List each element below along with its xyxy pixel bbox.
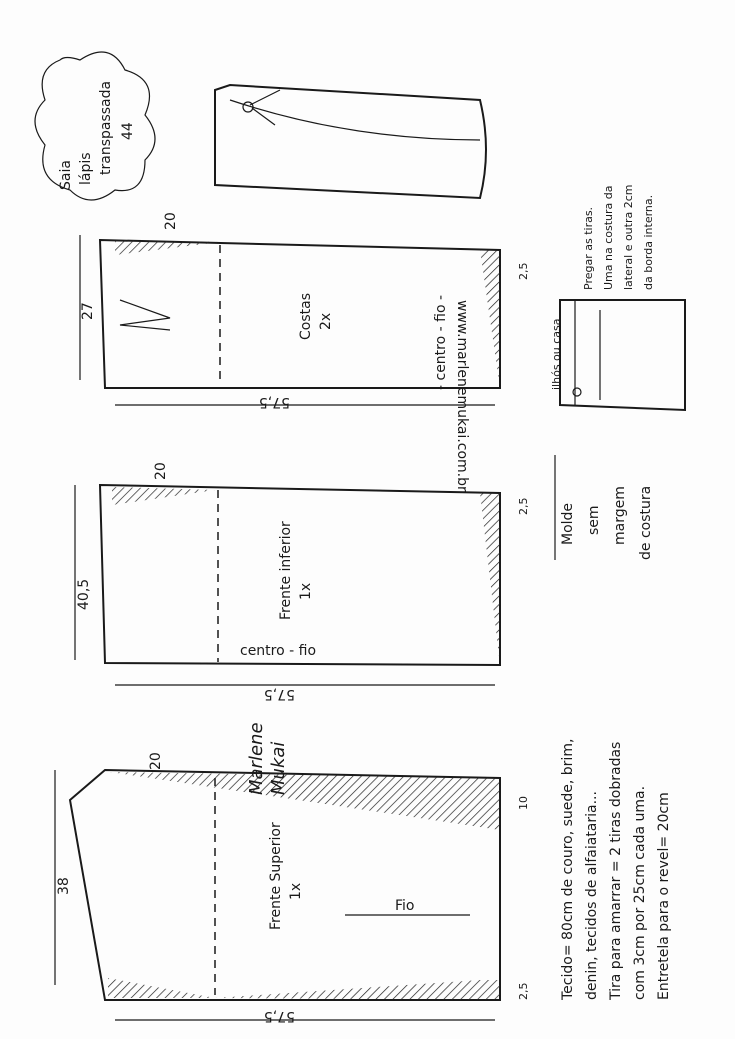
ties-note-3: lateral e outra 2cm [622,185,635,291]
website-url: www.marlenemukai.com.br [454,300,470,492]
skirt-sketch [214,83,487,200]
front-lower-top-offset: 20 [153,462,169,480]
front-lower-piece: Frente inferior 1x centro - fio 57,5 40,… [74,462,530,702]
front-lower-name: Frente inferior [278,521,294,620]
seam-note-1: Molde [560,503,576,545]
front-lower-width: 40,5 [76,579,92,610]
back-grain: - centro - fio - [433,295,449,390]
back-piece: Costas 2x - centro - fio - 57,5 27 20 2,… [79,212,530,410]
back-hem-hatch: 2,5 [517,263,530,281]
front-lower-grain: centro - fio [240,643,316,659]
back-top-offset: 20 [163,212,179,230]
front-upper-hem-hatch: 10 [517,796,530,810]
front-upper-piece: Frente Superior 1x Fio 57,5 38 20 10 2,5 [54,752,530,1024]
front-upper-name: Frente Superior [268,822,284,930]
title-line3: transpassada [98,81,114,175]
title-line2: lápis [78,152,94,185]
buttonhole-note: ilhós ou casa [550,319,563,391]
front-upper-hem-hatch-low: 2,5 [517,983,530,1001]
materials-notes: Tecido= 80cm de couro, suede, brim, deni… [560,739,672,1001]
back-count: 2x [318,313,334,330]
seam-allowance-note: Molde sem margem de costura [554,455,654,560]
front-lower-count: 1x [298,583,314,600]
front-upper-grain: Fio [395,898,415,914]
title-line1: Saia [58,160,74,190]
materials-line-4: com 3cm por 25cm cada uma. [632,786,648,1000]
materials-line-3: Tira para amarrar = 2 tiras dobradas [608,742,624,1001]
front-upper-length: 57,5 [264,1008,295,1024]
front-upper-width: 38 [56,877,72,895]
front-lower-hem-hatch: 2,5 [517,498,530,516]
front-upper-count: 1x [288,883,304,900]
back-name: Costas [298,293,314,340]
seam-note-3: margem [612,486,628,545]
front-lower-length: 57,5 [264,686,295,702]
title-size: 44 [120,122,136,140]
seam-note-4: de costura [638,486,654,560]
ties-note-4: da borda interna. [642,195,655,290]
front-upper-top-offset: 20 [148,752,164,770]
seam-note-2: sem [586,505,602,535]
materials-line-5: Entretela para o revel= 20cm [656,792,672,1000]
ties-note-1: Pregar as tiras. [582,207,595,290]
materials-line-2: denin, tecidos de alfaiataria... [584,791,600,1000]
tie-detail-sketch: ilhós ou casa Pregar as tiras. Uma na co… [550,185,686,412]
back-length: 57,5 [259,394,290,410]
title-cloud: Saia lápis transpassada 44 [34,51,156,201]
ties-note-2: Uma na costura da [602,186,615,291]
back-waist-width: 27 [80,302,96,320]
materials-line-1: Tecido= 80cm de couro, suede, brim, [560,739,576,1001]
